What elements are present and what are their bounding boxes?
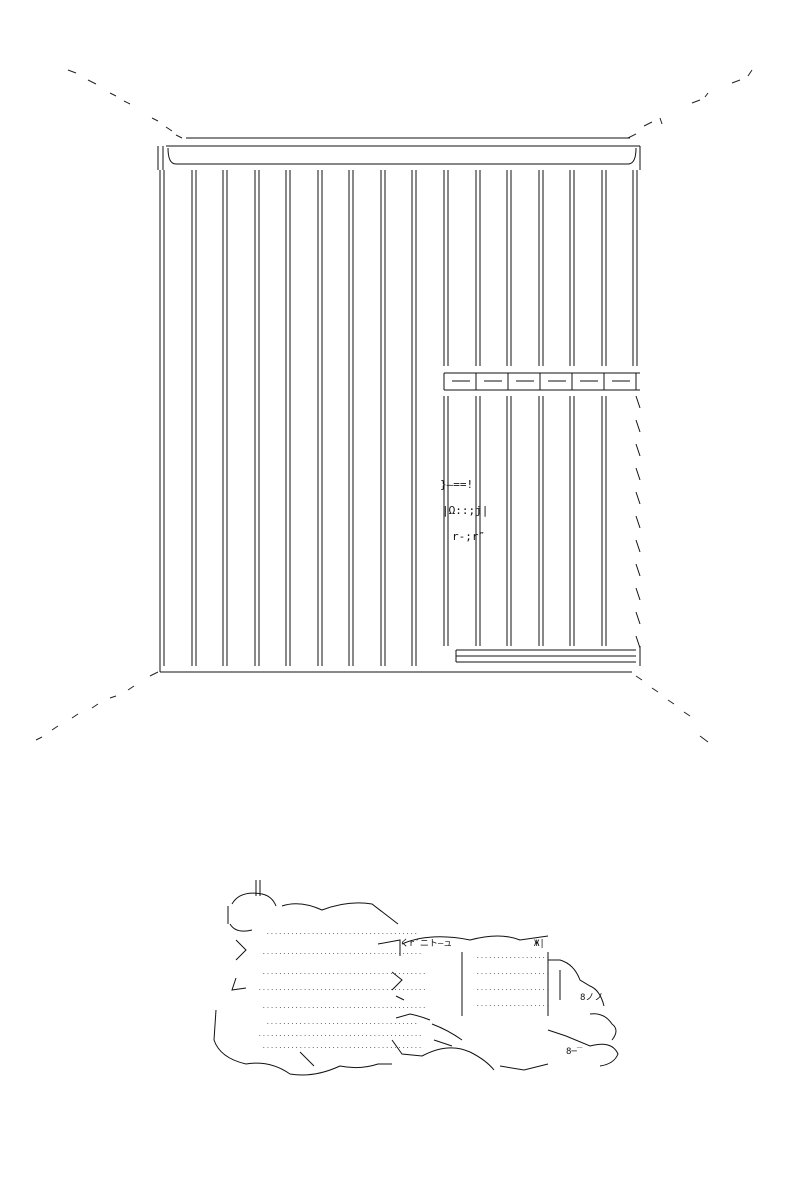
shading-dots: ........................................ (262, 1003, 427, 1010)
cell-bars-left (159, 170, 417, 666)
shading-dots: ........................................ (258, 1031, 423, 1038)
cell-bars-right-upper (443, 170, 638, 366)
prisoner-face: }—==! |Ω::;j| r‐;r″ (440, 478, 488, 543)
sleeper-line-1: くr´ニト―ュ (400, 938, 452, 949)
door-hinge (635, 539, 641, 553)
shading-dots: ........................................… (258, 985, 427, 992)
cell-floor (159, 646, 632, 673)
door-hinge (635, 467, 641, 481)
door-hinge (635, 563, 641, 577)
face-line-1: }—==! (440, 478, 473, 491)
shading-dots: ........................................ (262, 969, 427, 976)
shading-dots: ....................................... (262, 949, 422, 956)
door-hinge (635, 443, 641, 457)
shading-dots: ..................................... (266, 1019, 418, 1026)
door-hinge (635, 611, 641, 625)
shading-dots: .................. (476, 969, 550, 976)
sleeper-text: くr´ニト―ュ Ж| 8ノノ 8─‾ (400, 938, 603, 1057)
door-hinge (635, 587, 641, 601)
door-hinge (635, 635, 641, 649)
face-line-2: |Ω::;j| (442, 504, 488, 517)
door-hinge (635, 395, 641, 409)
shading-dots: .................. (476, 953, 550, 960)
cell-top-beam (157, 137, 641, 170)
perspective-lines (35, 69, 753, 743)
door-hinge (635, 491, 641, 505)
cell-door-bottom-rail (455, 646, 641, 666)
shading-dots: .................. (476, 1001, 550, 1008)
sleeper-tag-1: 8ノノ (580, 993, 603, 1003)
blanket-shading: ........................................… (258, 929, 550, 1050)
sleeper-tag-2: 8─‾ (566, 1047, 583, 1057)
door-hinge (635, 419, 641, 433)
sleeping-figure (213, 880, 619, 1076)
cell-door-top-rail (443, 372, 640, 391)
shading-dots: ....................................... (262, 1043, 422, 1050)
sleeper-line-2: Ж| (534, 939, 545, 949)
shading-dots: ..................................... (266, 929, 418, 936)
door-hinge (635, 515, 641, 529)
face-line-3: r‐;r″ (452, 530, 485, 543)
shading-dots: .................. (476, 985, 550, 992)
cell-door-bars (443, 395, 641, 649)
